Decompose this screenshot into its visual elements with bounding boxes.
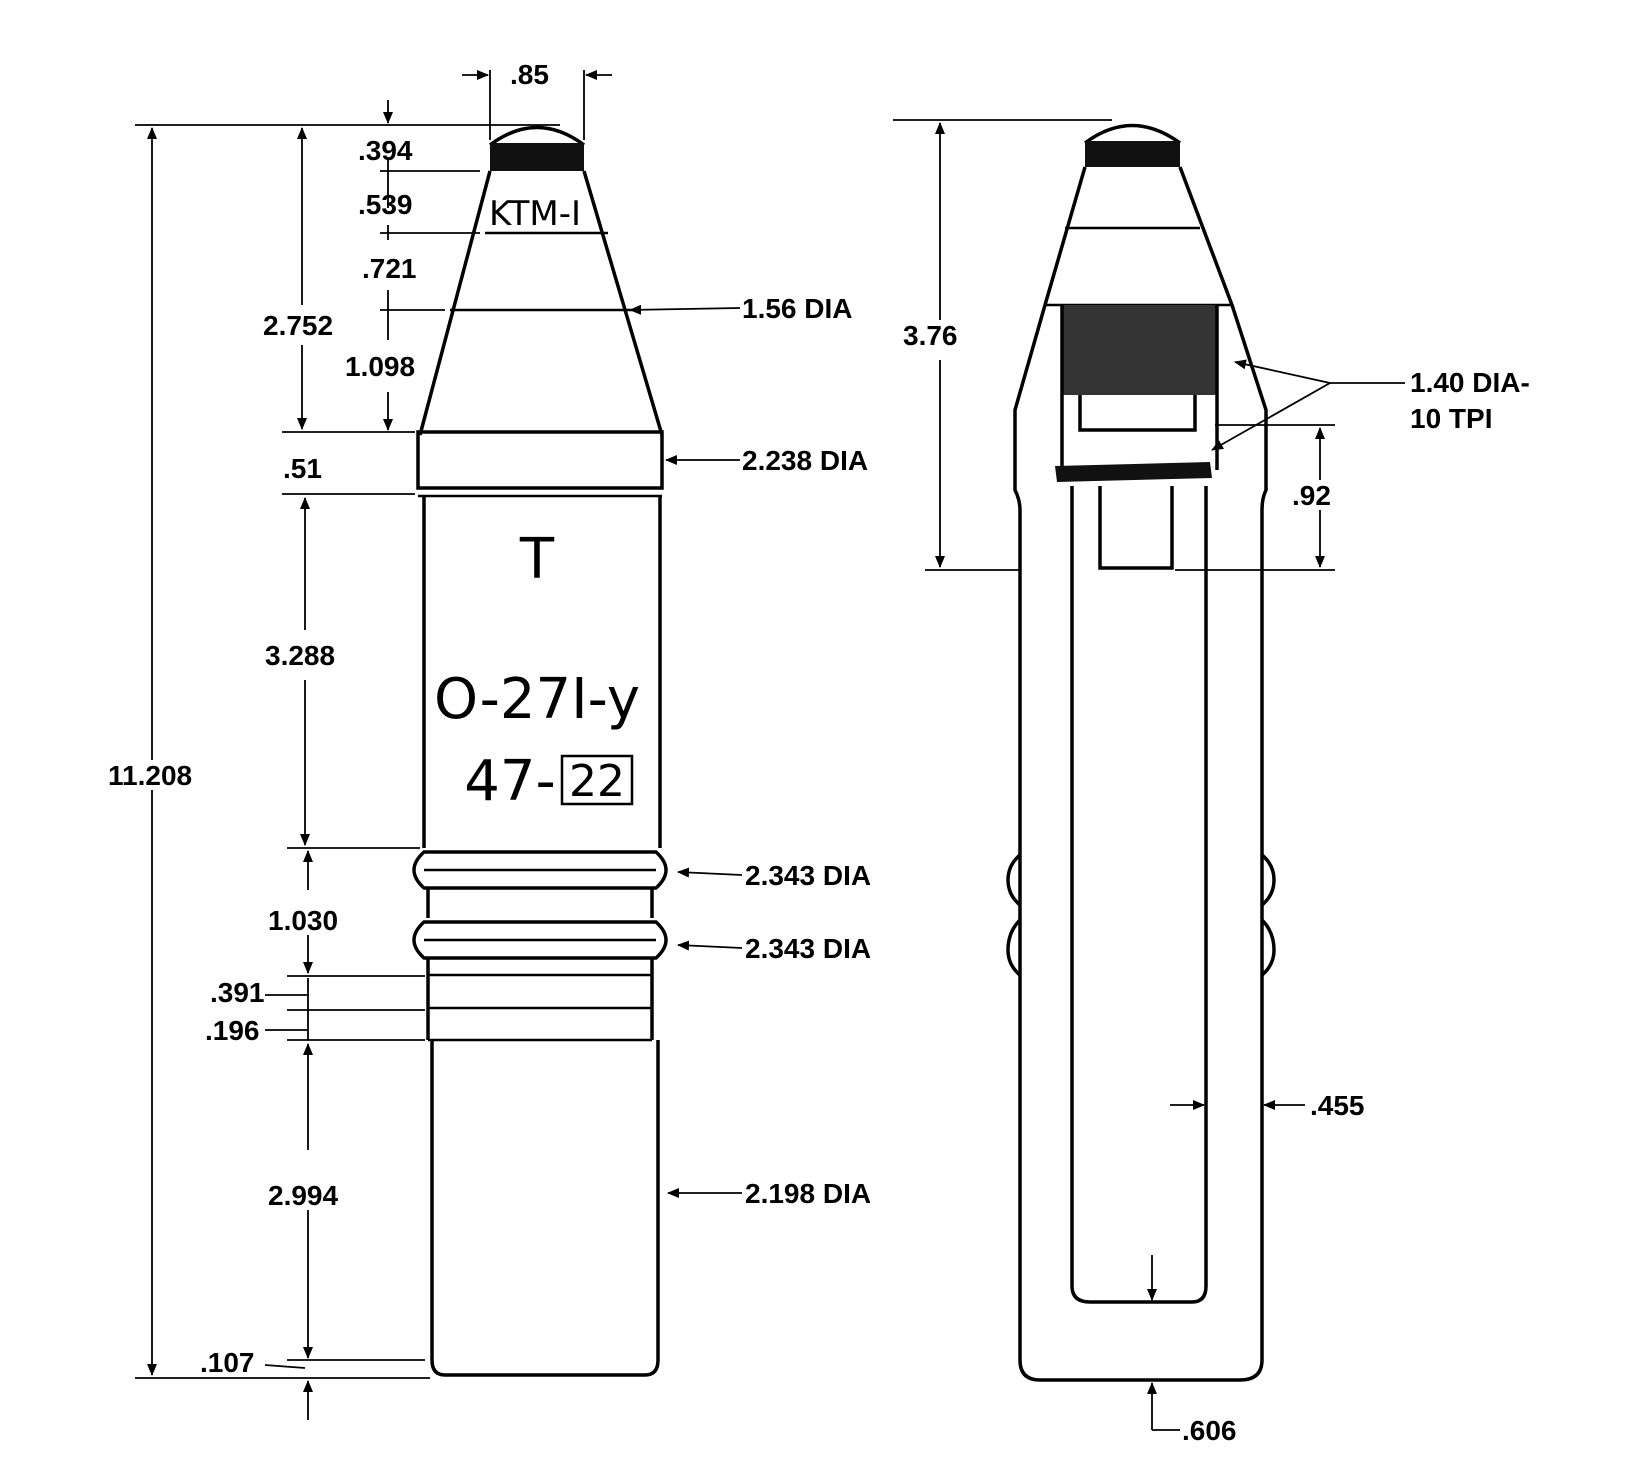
dimension-lines: [147, 70, 743, 1420]
dim-539: .539: [358, 189, 413, 220]
dim-455: .455: [1310, 1090, 1365, 1121]
nose-cap: [488, 125, 586, 147]
inner-bore: [1070, 486, 1208, 1304]
marking-box-value: 22: [569, 756, 625, 807]
section-ring: [1055, 462, 1212, 482]
section-extension-lines: [893, 119, 1335, 571]
left-view: KTM-I T O-27I-y 47- 22: [108, 59, 871, 1420]
nose-knurl: [490, 143, 584, 171]
base-body: [430, 1040, 660, 1377]
dim-51: .51: [283, 453, 322, 484]
dim-391: .391: [210, 977, 265, 1008]
dim-2994: 2.994: [268, 1180, 338, 1211]
thread-region: [1062, 305, 1217, 395]
dim-3288: 3.288: [265, 640, 335, 671]
dim-394: .394: [358, 135, 413, 166]
marking-box: [560, 754, 634, 806]
shoulder-band: [416, 430, 664, 490]
dim-top-width: .85: [510, 59, 549, 90]
dim-606: .606: [1182, 1415, 1237, 1446]
marking-line-1: T: [519, 527, 555, 592]
rotating-band-2: [412, 920, 668, 960]
dim-overall: 11.208: [108, 760, 192, 791]
section-nose-cap: [1083, 123, 1182, 145]
section-nose-knurl: [1085, 141, 1180, 167]
dim-2343-dia-1: 2.343 DIA: [745, 860, 871, 891]
extension-lines: [135, 70, 585, 1379]
main-body: [422, 496, 662, 848]
fuze-marking: KTM-I: [489, 194, 581, 234]
dim-2752: 2.752: [263, 310, 333, 341]
dim-1030: 1.030: [268, 905, 338, 936]
dim-721: .721: [362, 253, 417, 284]
dim-196: .196: [205, 1015, 260, 1046]
dim-107: .107: [200, 1347, 255, 1378]
dim-376: 3.76: [903, 320, 958, 351]
section-cone: [1013, 166, 1268, 1382]
dim-thread-dia: 1.40 DIA-: [1410, 367, 1530, 398]
marking-line-2: O-27I-y: [434, 667, 640, 732]
nose-cone: [418, 170, 664, 436]
dim-2238-dia: 2.238 DIA: [742, 445, 868, 476]
marking-line-3: 47-: [464, 749, 555, 814]
section-dimension-lines: [935, 122, 1405, 1431]
dim-1098: 1.098: [345, 351, 415, 382]
dim-2198-dia: 2.198 DIA: [745, 1178, 871, 1209]
dim-thread-tpi: 10 TPI: [1410, 403, 1492, 434]
rotating-band-1: [412, 850, 668, 890]
dim-2343-dia-2: 2.343 DIA: [745, 933, 871, 964]
right-view: 3.76 1.40 DIA- 10 TPI .92 .455 .606: [893, 119, 1530, 1446]
dim-156-dia: 1.56 DIA: [742, 293, 853, 324]
dim-92: .92: [1292, 480, 1331, 511]
